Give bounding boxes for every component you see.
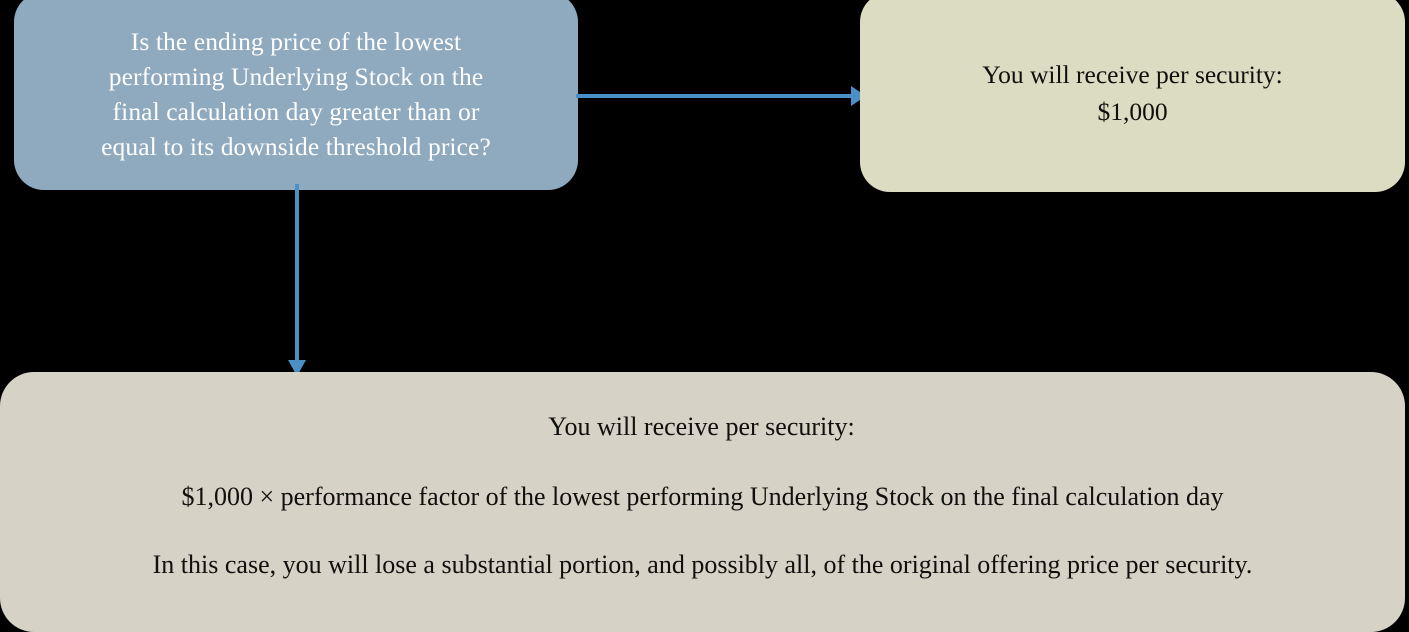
- decision-node-line-2: performing Underlying Stock on the: [108, 62, 484, 91]
- decision-node-line-3: final calculation day greater than or: [112, 97, 480, 126]
- arrow-decision-to-outcome-loss: [288, 184, 306, 376]
- outcome-loss-node[interactable]: You will receive per security: $1,000 × …: [0, 372, 1405, 632]
- decision-node[interactable]: Is the ending price of the lowest perfor…: [14, 0, 578, 190]
- decision-node-line-4: equal to its downside threshold price?: [101, 132, 491, 161]
- arrow-decision-to-outcome-par: [576, 86, 866, 106]
- outcome-par-line-1: You will receive per security:: [982, 60, 1283, 89]
- outcome-par-amount: $1,000: [1097, 97, 1168, 126]
- decision-node-line-1: Is the ending price of the lowest: [130, 27, 462, 56]
- outcome-loss-formula: $1,000 × performance factor of the lowes…: [181, 482, 1224, 511]
- outcome-par-node[interactable]: You will receive per security: $1,000: [860, 0, 1405, 192]
- outcome-loss-warning: In this case, you will lose a substantia…: [152, 550, 1253, 579]
- outcome-loss-heading: You will receive per security:: [548, 412, 855, 441]
